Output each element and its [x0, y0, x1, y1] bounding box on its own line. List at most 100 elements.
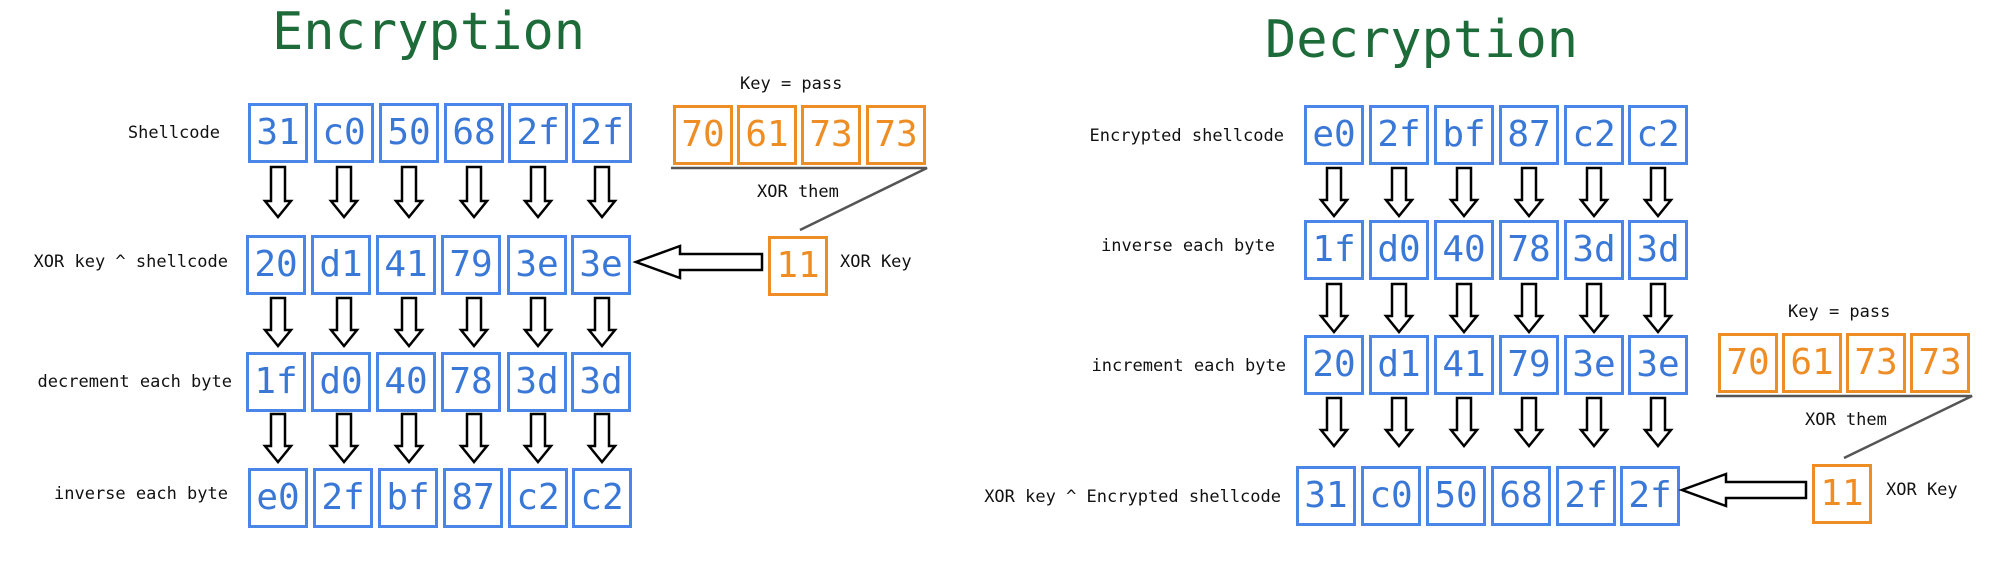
- down-arrow-icon: [1318, 166, 1350, 218]
- enc-key-label: Key = pass: [740, 74, 843, 94]
- dec-byte-box: 68: [1491, 466, 1551, 526]
- down-arrow-icon: [1513, 166, 1545, 218]
- dec-byte-box: d1: [1369, 335, 1429, 395]
- down-arrow-icon: [328, 165, 360, 219]
- down-arrow-icon: [586, 296, 618, 348]
- enc-byte-box: 41: [376, 235, 436, 295]
- dec-byte-box: 40: [1434, 220, 1494, 280]
- down-arrow-icon: [458, 165, 490, 219]
- dec-byte-box: c2: [1628, 105, 1688, 165]
- dec-byte-box: c0: [1361, 466, 1421, 526]
- enc-byte-box: 79: [441, 235, 501, 295]
- enc-byte-box: 68: [444, 103, 504, 163]
- enc-byte-box: 50: [379, 103, 439, 163]
- down-arrow-icon: [1513, 396, 1545, 448]
- dec-byte-box: bf: [1434, 105, 1494, 165]
- dec-byte-box: e0: [1304, 105, 1364, 165]
- down-arrow-icon: [586, 412, 618, 464]
- dec-byte-box: 50: [1426, 466, 1486, 526]
- down-arrow-icon: [458, 296, 490, 348]
- dec-key-byte: 73: [1846, 333, 1906, 393]
- enc-byte-box: 2f: [572, 103, 632, 163]
- enc-byte-box: 3d: [507, 352, 567, 412]
- down-arrow-icon: [393, 412, 425, 464]
- dec-byte-box: d0: [1369, 220, 1429, 280]
- dec-byte-box: 2f: [1620, 466, 1680, 526]
- dec-byte-box: 3d: [1564, 220, 1624, 280]
- enc-byte-box: 31: [248, 103, 308, 163]
- dec-xor-key-label: XOR Key: [1886, 480, 1958, 500]
- enc-byte-box: bf: [378, 468, 438, 528]
- down-arrow-icon: [458, 412, 490, 464]
- down-arrow-icon: [522, 165, 554, 219]
- dec-xor-key-box: 11: [1812, 464, 1872, 524]
- enc-byte-box: c2: [508, 468, 568, 528]
- enc-byte-box: c0: [314, 103, 374, 163]
- enc-key-byte: 70: [673, 105, 733, 165]
- dec-byte-box: 78: [1499, 220, 1559, 280]
- down-arrow-icon: [393, 165, 425, 219]
- dec-row-label-inverse: inverse each byte: [1101, 236, 1275, 256]
- down-arrow-icon: [1578, 282, 1610, 334]
- enc-row-label-decrement: decrement each byte: [37, 372, 232, 392]
- enc-byte-box: 3e: [571, 235, 631, 295]
- dec-byte-box: 1f: [1304, 220, 1364, 280]
- enc-byte-box: e0: [248, 468, 308, 528]
- enc-xor-them-label: XOR them: [757, 182, 839, 202]
- enc-xor-key-label: XOR Key: [840, 252, 912, 272]
- down-arrow-icon: [1448, 396, 1480, 448]
- down-arrow-icon: [328, 296, 360, 348]
- dec-byte-box: 2f: [1556, 466, 1616, 526]
- dec-xor-them-triangle: [1716, 394, 1973, 460]
- down-arrow-icon: [1383, 396, 1415, 448]
- enc-byte-box: 2f: [508, 103, 568, 163]
- dec-key-byte: 61: [1782, 333, 1842, 393]
- down-arrow-icon: [1578, 396, 1610, 448]
- enc-byte-box: 78: [441, 352, 501, 412]
- enc-byte-box: d0: [311, 352, 371, 412]
- down-arrow-icon: [1642, 396, 1674, 448]
- enc-byte-box: 40: [376, 352, 436, 412]
- dec-byte-box: 41: [1434, 335, 1494, 395]
- dec-row-label-increment: increment each byte: [1091, 356, 1286, 376]
- dec-byte-box: c2: [1564, 105, 1624, 165]
- down-arrow-icon: [522, 412, 554, 464]
- down-arrow-icon: [1383, 166, 1415, 218]
- dec-key-byte: 70: [1718, 333, 1778, 393]
- dec-xor-them-label: XOR them: [1805, 410, 1887, 430]
- down-arrow-icon: [1642, 282, 1674, 334]
- enc-key-byte: 73: [801, 105, 861, 165]
- down-arrow-icon: [262, 165, 294, 219]
- enc-xor-key-box: 11: [768, 236, 828, 296]
- enc-left-arrow-icon: [632, 244, 764, 280]
- down-arrow-icon: [328, 412, 360, 464]
- dec-left-arrow-icon: [1678, 472, 1808, 508]
- enc-xor-them-triangle: [671, 166, 928, 232]
- enc-row-label-shellcode: Shellcode: [127, 123, 220, 143]
- down-arrow-icon: [522, 296, 554, 348]
- dec-byte-box: 87: [1499, 105, 1559, 165]
- down-arrow-icon: [586, 165, 618, 219]
- enc-byte-box: 20: [246, 235, 306, 295]
- dec-row-label-xor: XOR key ^ Encrypted shellcode: [984, 487, 1281, 507]
- down-arrow-icon: [1448, 166, 1480, 218]
- enc-row-label-xor: XOR key ^ shellcode: [33, 252, 228, 272]
- down-arrow-icon: [1642, 166, 1674, 218]
- down-arrow-icon: [262, 296, 294, 348]
- dec-byte-box: 2f: [1369, 105, 1429, 165]
- enc-byte-box: 3d: [571, 352, 631, 412]
- dec-byte-box: 3d: [1628, 220, 1688, 280]
- dec-row-label-encrypted: Encrypted shellcode: [1089, 126, 1284, 146]
- enc-byte-box: 87: [443, 468, 503, 528]
- enc-byte-box: 3e: [507, 235, 567, 295]
- enc-byte-box: 1f: [246, 352, 306, 412]
- dec-byte-box: 3e: [1564, 335, 1624, 395]
- down-arrow-icon: [1318, 282, 1350, 334]
- enc-row-label-inverse: inverse each byte: [54, 484, 228, 504]
- dec-byte-box: 20: [1304, 335, 1364, 395]
- enc-byte-box: c2: [572, 468, 632, 528]
- down-arrow-icon: [1318, 396, 1350, 448]
- dec-key-byte: 73: [1910, 333, 1970, 393]
- enc-key-byte: 73: [866, 105, 926, 165]
- dec-byte-box: 31: [1296, 466, 1356, 526]
